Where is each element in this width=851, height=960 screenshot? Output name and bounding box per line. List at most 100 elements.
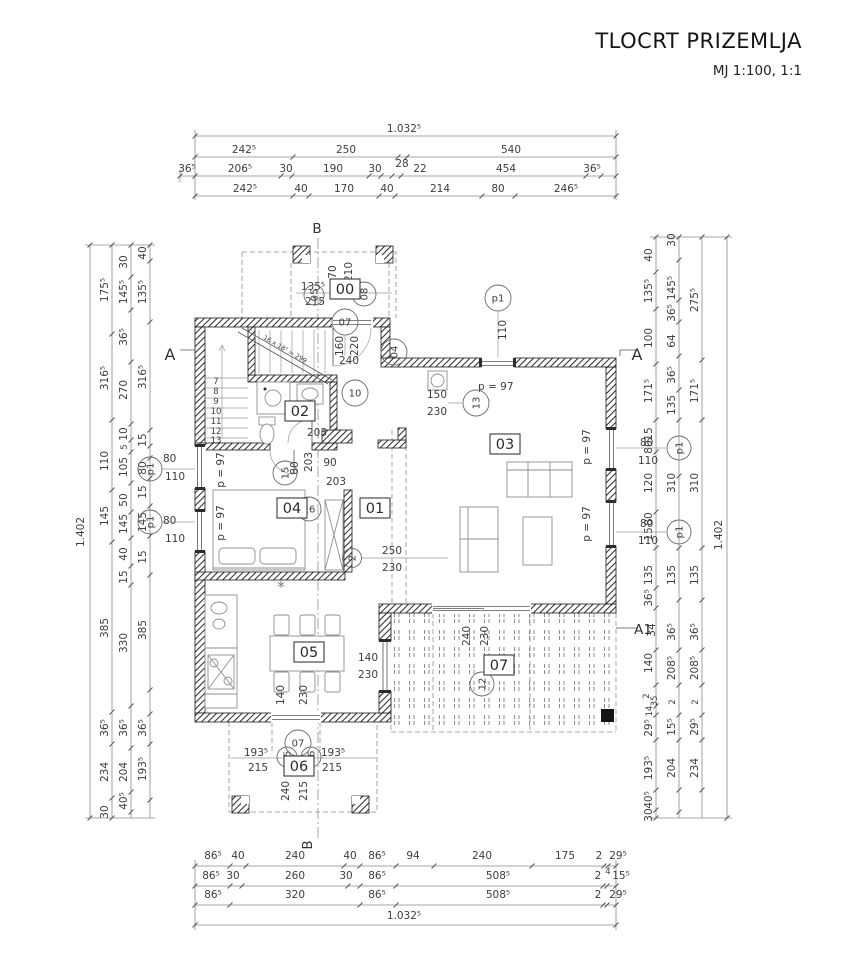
doors [269, 317, 531, 723]
dim-label: 204 [118, 762, 130, 782]
dim-label: 135⁵ [643, 279, 655, 303]
kitchen-counter [204, 594, 238, 709]
tag-label: 15 [281, 467, 292, 480]
parapet-note: p = 97 [215, 505, 227, 541]
dim-label: 40⁵ [643, 791, 655, 809]
right-dimensions: 40 135⁵ 100 171⁵ 15 80 120 80 15 135 36⁵… [642, 233, 732, 822]
dim-label: 275⁵ [689, 288, 701, 312]
dim-label: 36⁵ [643, 589, 655, 607]
hall-dim: 90 [323, 457, 336, 469]
tag-label: 07 [339, 318, 352, 329]
dim-label: 30 [118, 255, 130, 268]
dim-label: 1.402 [75, 517, 87, 547]
tag-label: 2 [348, 555, 359, 561]
window-dim: 80 [163, 515, 176, 527]
windows [194, 357, 617, 693]
garden-terrace [228, 722, 378, 814]
tag-label: 05 [310, 289, 321, 302]
interior-walls [194, 326, 407, 581]
stair-step-number: 7 [213, 377, 218, 387]
tag-circle-p1-right: p1 [666, 435, 692, 461]
stair-step-number: 9 [213, 397, 218, 407]
window-dim: 80 [163, 453, 176, 465]
opening-dim: 250 [382, 545, 402, 557]
entry-porch [241, 245, 397, 318]
dim-label: 36⁵ [118, 328, 130, 346]
chair [299, 671, 316, 693]
tag-circle-p1-left: p1 [137, 456, 163, 482]
dim-label: 28 [395, 158, 408, 170]
dim-label: 94 [406, 850, 420, 862]
tag-circle-12: 12 [469, 671, 495, 697]
tag-circle-p1-top: p1 [484, 284, 512, 312]
tag-label: 04 [390, 346, 401, 359]
window-dim: 110 [638, 535, 658, 547]
porch-dim: 193⁵ [321, 747, 345, 759]
dim-label: 4 [605, 867, 610, 877]
dim-label: 2 [668, 699, 678, 704]
dim-label: 36⁵ [666, 366, 678, 384]
dim-label: 540 [501, 144, 521, 156]
tag-circle-10: 10 [341, 379, 369, 407]
dim-label: 193⁵ [643, 756, 655, 780]
dim-label: 40 [231, 850, 244, 862]
dim-label: 40 [643, 248, 655, 261]
room-label-03: 03 [496, 437, 514, 453]
dim-label: 29⁵ [609, 850, 627, 862]
dim-label: 29⁵ [643, 719, 655, 737]
dim-label: 40 [343, 850, 356, 862]
tag-label: p1 [146, 463, 157, 476]
dim-label: 175⁵ [99, 278, 111, 302]
dim-label: 36⁵ [178, 163, 196, 175]
dim-label: 240 [472, 850, 492, 862]
tag-label: p1 [675, 526, 686, 539]
dim-label: 120 [643, 473, 655, 493]
chair [324, 671, 341, 693]
terrace-door-dim: 230 [479, 626, 491, 646]
dim-label: 1.402 [713, 520, 725, 550]
dim-label: 30 [339, 870, 352, 882]
kitchen-window-dim: 230 [358, 669, 378, 681]
dim-label: 15 [137, 485, 149, 498]
dim-label: 193⁵ [137, 757, 149, 781]
chair [324, 614, 341, 636]
dim-label: 36⁵ [99, 719, 111, 737]
dim-label: 80 [137, 461, 149, 474]
tag-label: 12 [478, 678, 489, 691]
dim-label: 316⁵ [99, 366, 111, 390]
tag-label: p1 [146, 516, 157, 529]
dim-label: 30 [226, 870, 239, 882]
window-dim: 110 [165, 533, 185, 545]
dim-label: 208⁵ [666, 656, 678, 680]
dim-label: 15 [137, 550, 149, 563]
dim-label: 320 [285, 889, 305, 901]
stair-step-number: 11 [211, 417, 222, 427]
dim-label: 80 [491, 183, 504, 195]
dim-label: 2 [596, 850, 603, 862]
tag-label: 13 [472, 397, 483, 410]
dim-label: 100 [643, 328, 655, 348]
drain-square [601, 709, 614, 722]
dim-label: 1.032⁵ [387, 123, 421, 135]
parapet-note: p = 97 [215, 452, 227, 488]
dim-label: 105 [118, 457, 130, 477]
dim-label: 15 [643, 427, 655, 440]
tag-circle-2: 2 [342, 548, 362, 568]
dim-label: 36⁵ [689, 623, 701, 641]
dim-label: 40 [294, 183, 307, 195]
kitchen-door-dim: 230 [298, 685, 310, 705]
dim-label: 1.032⁵ [387, 910, 421, 922]
entry-door-dim: 160 [334, 336, 346, 356]
parapet-note: p = 97 [581, 506, 593, 542]
porch-dim: 215 [298, 781, 310, 801]
dim-label: 10 [118, 427, 130, 440]
bottom-dimensions: 86⁵ 40 240 40 86⁵ 94 240 175 2 29⁵ 4 86⁵… [192, 850, 630, 930]
scale-note: MJ 1:100, 1:1 [713, 63, 802, 79]
dim-label: 208⁵ [689, 656, 701, 680]
furniture: * [204, 370, 573, 709]
window-dim: 110 [497, 320, 509, 340]
tag-label: 16 [303, 505, 316, 516]
dim-label: 36⁵ [583, 163, 601, 175]
